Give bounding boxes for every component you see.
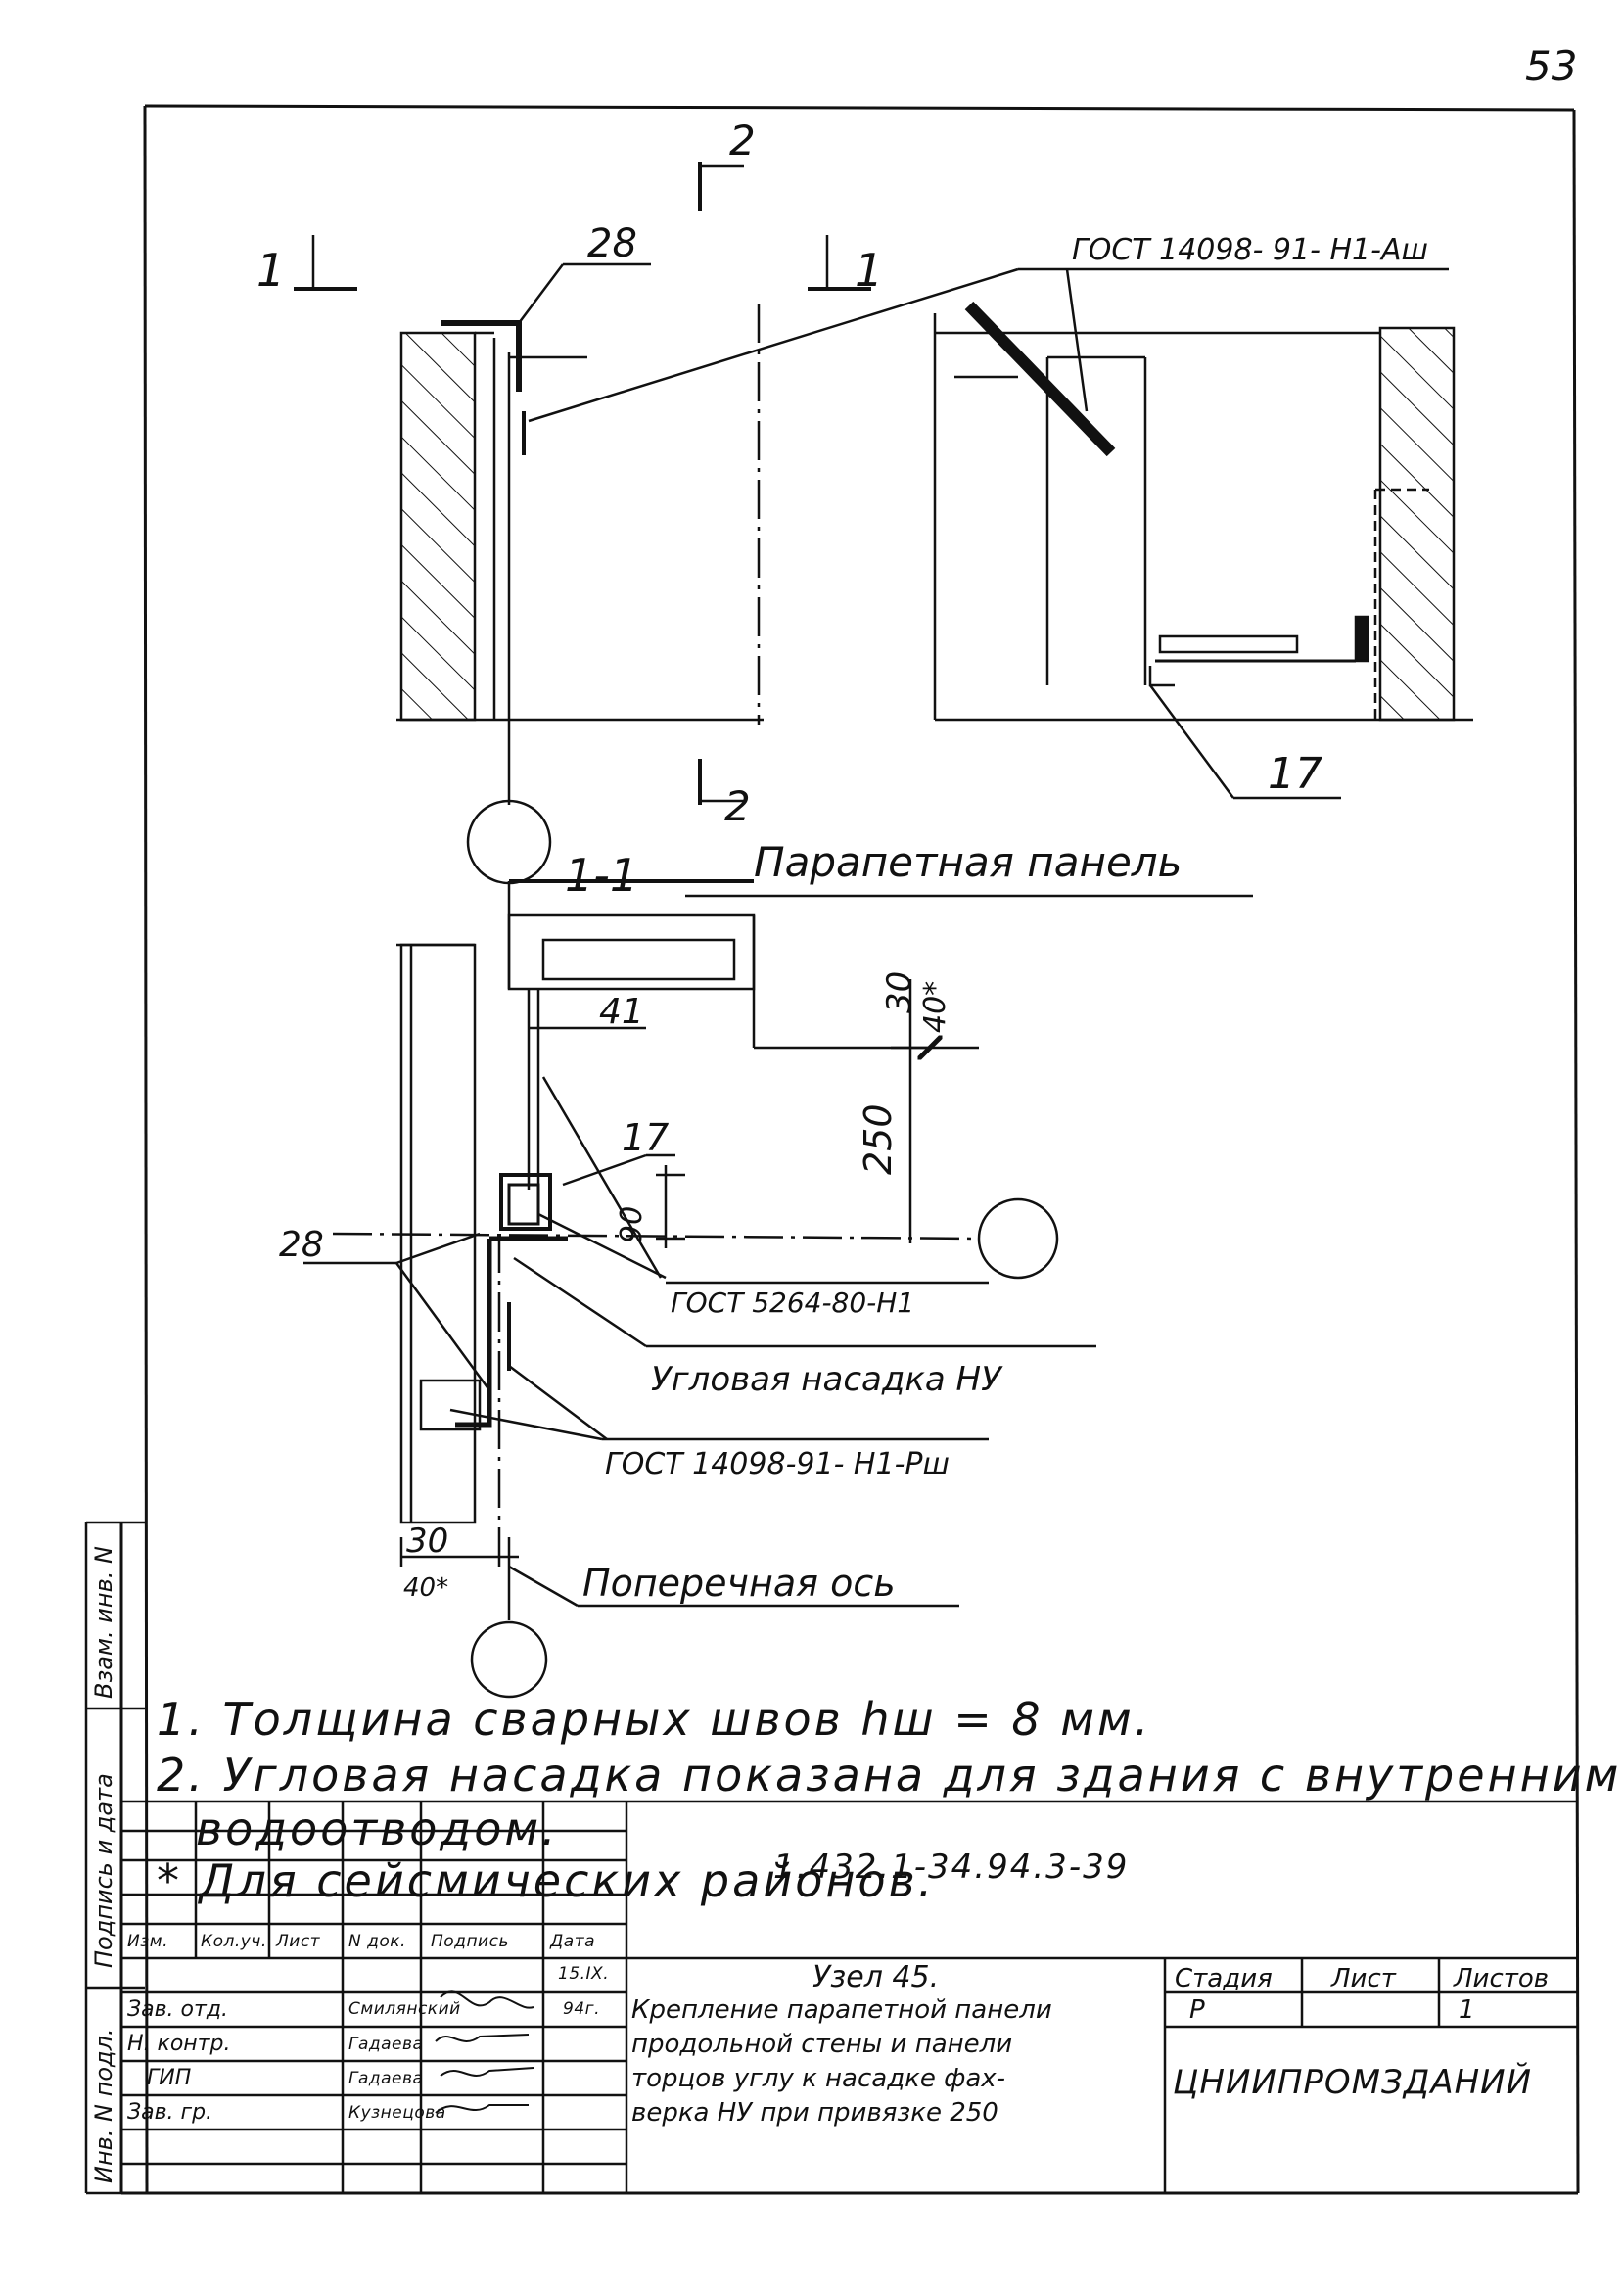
date-value-2: 94г. — [563, 1999, 600, 2019]
callout-gost-5264: ГОСТ 5264-80-Н1 — [671, 1287, 914, 1319]
callout-17-top: 17 — [1268, 749, 1322, 799]
row-role-3: ГИП — [147, 2066, 192, 2090]
callout-corner-nozzle: Угловая насадка НУ — [651, 1360, 1003, 1399]
section-mark-1-left: 1 — [256, 244, 285, 297]
dim-90: 90 — [615, 1206, 649, 1243]
page-number: 53 — [1525, 42, 1577, 90]
dim-40: 40* — [918, 981, 952, 1033]
note-2-continued: водоотводом. — [196, 1802, 559, 1855]
section-mark-2-bottom: 2 — [724, 782, 751, 830]
callout-gost-rsh: ГОСТ 14098-91- Н1-Рш — [605, 1447, 950, 1481]
callout-28-top: 28 — [587, 221, 637, 266]
row-name-1: Смилянский — [348, 1999, 461, 2019]
description-line-3: торцов углу к насадке фах- — [631, 2064, 1006, 2093]
elevation-view — [294, 162, 1473, 885]
dim-250: 250 — [857, 1103, 900, 1175]
section-mark-2-top: 2 — [729, 117, 756, 164]
organization: ЦНИИПРОМЗДАНИЙ — [1173, 2063, 1533, 2102]
row-role-1: Зав. отд. — [127, 1997, 229, 2022]
note-seismic: * Для сейсмических районов. — [157, 1854, 936, 1907]
row-name-4: Кузнецова — [348, 2103, 446, 2123]
description-line-4: верка НУ при привязке 250 — [631, 2098, 998, 2128]
document-code: 1.432.1-34.94.3-39 — [773, 1848, 1130, 1887]
section-label: 1-1 — [565, 849, 638, 902]
header-podpis: Подпись — [431, 1932, 509, 1951]
row-role-4: Зав. гр. — [127, 2100, 213, 2125]
sheets-label: Листов — [1454, 1964, 1550, 1993]
stage-value: Р — [1189, 1995, 1205, 2025]
node-title: Узел 45. — [812, 1960, 940, 1994]
header-kol-uch: Кол.уч. — [201, 1932, 267, 1951]
note-1: 1. Толщина сварных швов hш = 8 мм. — [157, 1693, 1152, 1746]
header-n-dok: N док. — [348, 1932, 406, 1951]
stage-label: Стадия — [1175, 1964, 1273, 1993]
callout-parapet: Парапетная панель — [754, 838, 1182, 886]
dim-30: 30 — [880, 971, 919, 1013]
side-stamp-replaces-inv: Взам. инв. N — [90, 1546, 117, 1699]
callout-17-mid: 17 — [622, 1116, 669, 1159]
sheet-frame — [119, 104, 1580, 2195]
sheet-label: Лист — [1331, 1964, 1396, 1993]
header-izm: Изм. — [127, 1932, 168, 1951]
callout-transverse-axis: Поперечная ось — [582, 1562, 896, 1605]
row-name-3: Гадаева — [348, 2069, 424, 2088]
sheet-value: 1 — [1459, 1995, 1475, 2025]
header-list: Лист — [276, 1932, 321, 1951]
date-value-1: 15.IX. — [558, 1964, 610, 1984]
description-line-2: продольной стены и панели — [631, 2030, 1013, 2059]
row-name-2: Гадаева — [348, 2035, 424, 2054]
dim-40-bottom: 40* — [403, 1573, 448, 1603]
side-stamp-inv-orig: Инв. N подл. — [90, 2028, 117, 2183]
note-2: 2. Угловая насадка показана для здания с… — [157, 1749, 1622, 1802]
callout-gost-top: ГОСТ 14098- 91- Н1-Аш — [1072, 233, 1428, 267]
title-block-grid — [121, 1800, 1578, 2193]
dim-30-bottom: 30 — [406, 1522, 448, 1561]
side-stamp-signature-date: Подпись и дата — [90, 1773, 117, 1968]
callout-41: 41 — [599, 992, 644, 1032]
side-stamp — [84, 1521, 145, 2195]
section-1-1 — [303, 879, 1253, 1699]
section-mark-1-right: 1 — [855, 244, 883, 297]
header-data: Дата — [550, 1932, 596, 1951]
callout-28-mid: 28 — [279, 1225, 324, 1265]
row-role-2: Н. контр. — [127, 2032, 231, 2056]
description-line-1: Крепление парапетной панели — [631, 1995, 1052, 2025]
signatures — [435, 1990, 534, 2114]
